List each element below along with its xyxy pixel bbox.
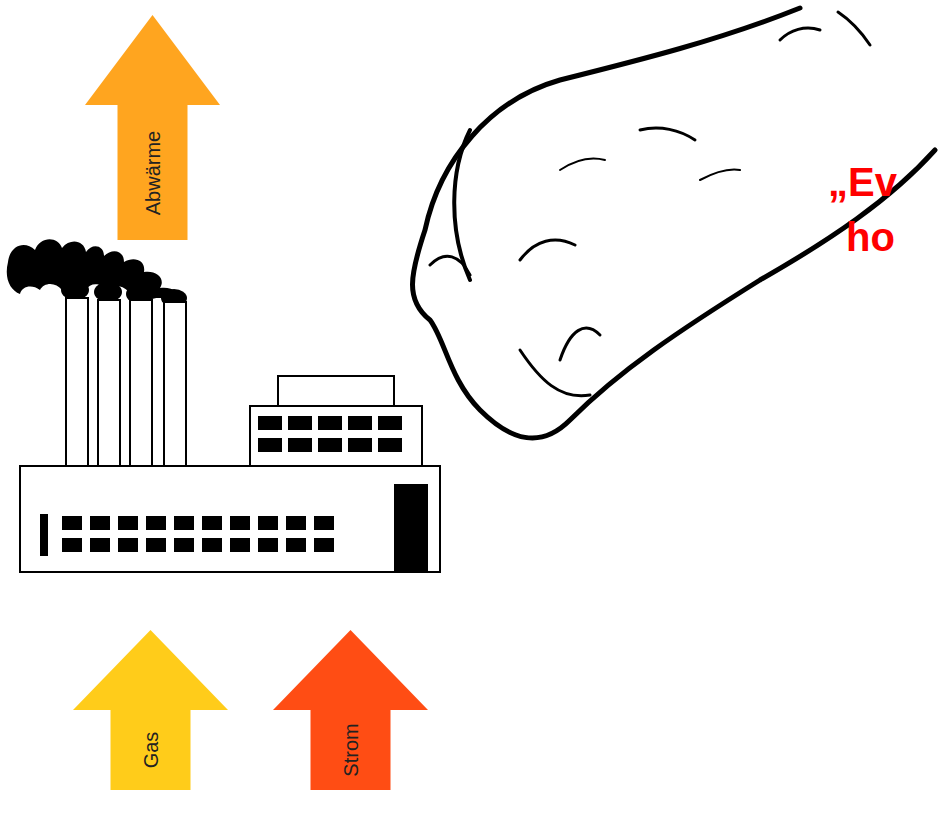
- windows: [40, 416, 428, 572]
- quote-text: „Ev: [828, 162, 897, 202]
- arrow-polygon: [273, 630, 428, 790]
- factory-building: [20, 376, 440, 572]
- smoke: [7, 239, 187, 307]
- arrow-polygon: [73, 630, 228, 790]
- heat-arrow: Abwärme: [85, 15, 220, 240]
- arrow-label: Gas: [141, 732, 161, 769]
- arrow-label: Abwärme: [143, 130, 163, 214]
- arrow-polygon: [85, 15, 220, 240]
- arrow-label: Strom: [341, 723, 361, 776]
- gas-arrow: Gas: [73, 630, 228, 790]
- quote-text: ho: [846, 217, 895, 257]
- power-arrow: Strom: [273, 630, 428, 790]
- heart-drawing: [413, 8, 936, 438]
- chimneys: [66, 298, 186, 466]
